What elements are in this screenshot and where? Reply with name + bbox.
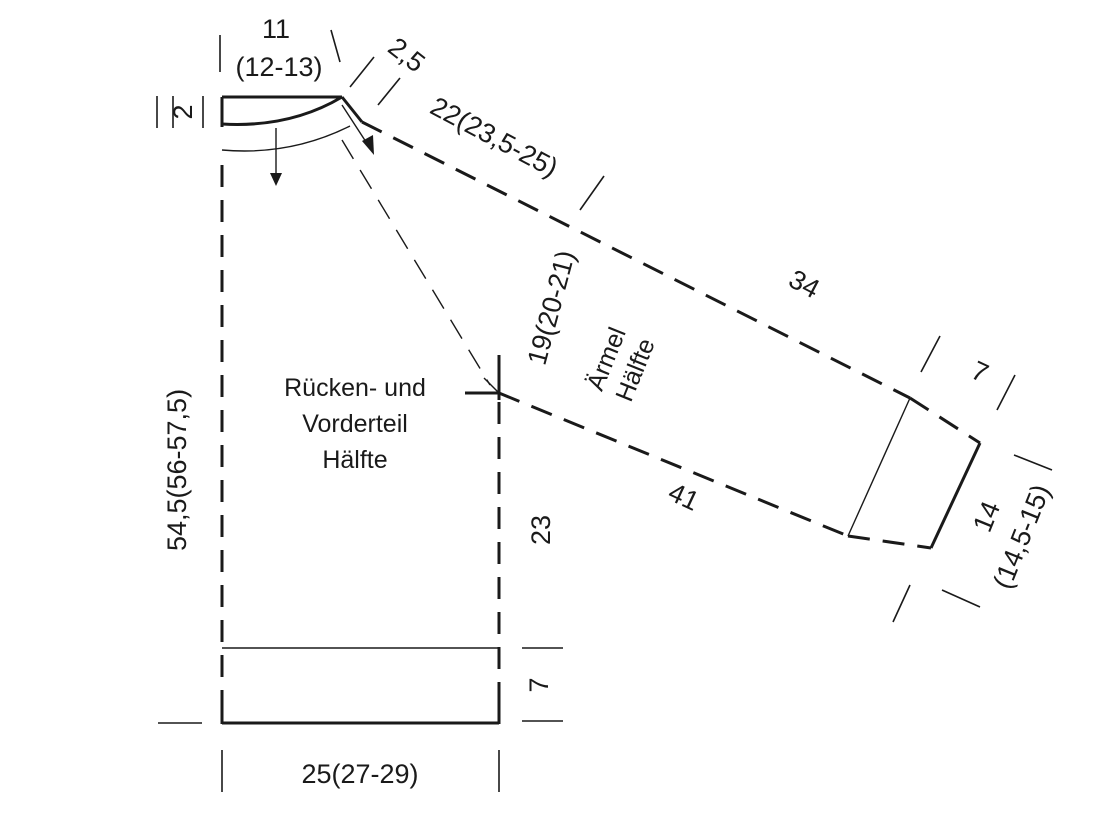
neck-width-line2: (12-13) (235, 52, 322, 82)
body-height-label: 54,5(56-57,5) (162, 389, 192, 551)
cuff-bottom-edge (847, 534, 932, 550)
tick-cuffw-b (892, 584, 911, 623)
tick-cuffw-a (1013, 454, 1053, 471)
shoulder-width-label: 2,5 (383, 32, 431, 79)
body-label-line2: Vorderteil (302, 410, 408, 438)
tick-shoulder-b (377, 77, 401, 106)
sleeve-top-edge (361, 120, 911, 400)
tick-shoulder-a (349, 56, 375, 88)
cuff-top-edge (909, 396, 981, 445)
underarm-length-label: 41 (664, 477, 704, 517)
shoulder-left-solid (340, 96, 364, 123)
rib-height-label: 7 (524, 677, 554, 692)
body-label-line3: Hälfte (322, 446, 387, 474)
collar-curve (221, 125, 351, 152)
tick-cuff-a (920, 335, 941, 373)
top-length-label: 22(23,5-25) (426, 91, 563, 183)
cuff-width-line1: 14 (967, 497, 1006, 536)
body-label-line1: Rücken- und (284, 374, 426, 402)
cuff-length-label: 7 (967, 355, 993, 389)
sleeve-piece: Ärmel Hälfte (340, 96, 982, 550)
tick-neck-right (330, 29, 341, 63)
top-length-lower-label: 34 (784, 264, 825, 305)
body-piece: Rücken- und Vorderteil Hälfte (220, 95, 501, 725)
shoulder-arrow-line (341, 104, 369, 146)
raglan-line (341, 139, 491, 386)
cuff-width-line2: (14,5-15) (987, 480, 1056, 593)
sleeve-underarm-edge (498, 391, 849, 538)
neck-width-line1: 11 (262, 14, 290, 44)
arrow-head-down-icon (270, 173, 282, 186)
upper-width-label: 19(20-21) (522, 247, 581, 368)
side-height-label: 23 (526, 515, 556, 545)
tick-cuff-b (996, 374, 1016, 411)
tick-cuffw-c (941, 589, 981, 608)
body-width-label: 25(27-29) (301, 759, 418, 789)
cuff-end-edge (929, 442, 982, 549)
neck-depth-label: 2 (168, 104, 198, 119)
neckline-curve (221, 95, 343, 126)
arrow-head-diag-icon (362, 135, 374, 155)
dimension-ticks (156, 29, 1053, 792)
tick-top-length (579, 175, 605, 211)
armhole-arrow-line-a (483, 377, 500, 394)
cuff-rib-line (847, 397, 911, 537)
